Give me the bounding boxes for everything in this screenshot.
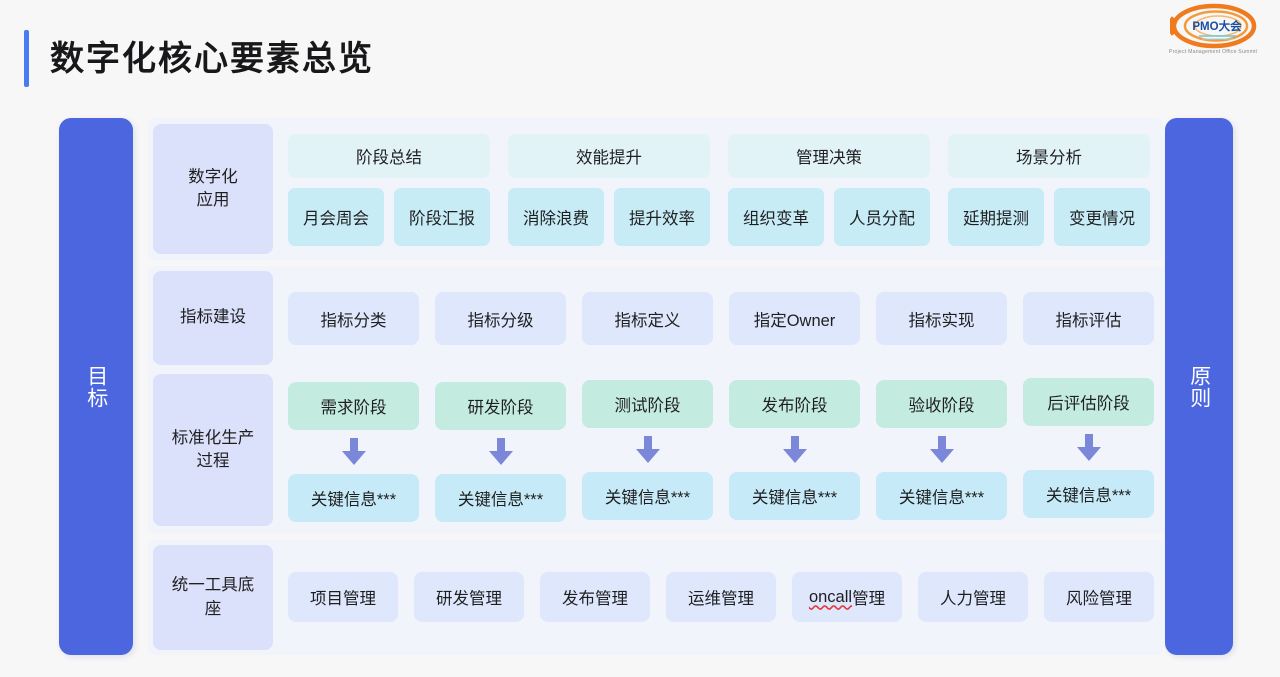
group-header: 阶段总结 — [288, 134, 490, 178]
misspelled-word: oncall — [808, 587, 853, 606]
group-item[interactable]: 月会周会 — [288, 188, 384, 246]
pillar-principle: 原则 — [1165, 118, 1233, 655]
metric-chip[interactable]: 指标定义 — [582, 292, 713, 345]
pillar-goal: 目标 — [59, 118, 133, 655]
tool-chip[interactable]: 运维管理 — [666, 572, 776, 622]
pmo-summit-logo: PMO大会 Project Management Office Summit — [1158, 3, 1268, 65]
pillar-principle-label: 原则 — [1187, 364, 1211, 409]
down-arrow-icon — [488, 438, 513, 465]
row-label-standard-production-process: 标准化生产过程 — [153, 374, 273, 526]
group-header: 场景分析 — [948, 134, 1150, 178]
page-header: 数字化核心要素总览 PMO大会 Project Management Offic… — [0, 0, 1280, 110]
stage-arrow-wrap — [729, 428, 860, 472]
metric-chip[interactable]: 指定Owner — [729, 292, 860, 345]
stage-arrow-wrap — [876, 428, 1007, 472]
group-item[interactable]: 延期提测 — [948, 188, 1044, 246]
group-header: 管理决策 — [728, 134, 930, 178]
metric-chip[interactable]: 指标分类 — [288, 292, 419, 345]
stage-column: 验收阶段 关键信息*** — [876, 380, 1007, 522]
group-item-list: 延期提测 变更情况 — [948, 188, 1150, 246]
application-group-list: 阶段总结 月会周会 阶段汇报 效能提升 消除浪费 提升效率 管理决策 组织变革 … — [288, 134, 1150, 246]
stage-list: 需求阶段 关键信息*** 研发阶段 关键信息*** 测试阶段 — [288, 378, 1154, 522]
pillar-goal-label: 目标 — [84, 364, 108, 409]
down-arrow-icon — [341, 438, 366, 465]
stage-key-info[interactable]: 关键信息*** — [729, 472, 860, 520]
stage-arrow-wrap — [435, 430, 566, 474]
application-group: 场景分析 延期提测 变更情况 — [948, 134, 1150, 246]
group-item[interactable]: 组织变革 — [728, 188, 824, 246]
group-item-list: 消除浪费 提升效率 — [508, 188, 710, 246]
group-item-list: 月会周会 阶段汇报 — [288, 188, 490, 246]
title-accent-bar — [24, 30, 29, 87]
row-standard-production-process: 标准化生产过程 需求阶段 关键信息*** 研发阶段 关键信息*** — [148, 366, 1163, 534]
group-item-list: 组织变革 人员分配 — [728, 188, 930, 246]
metric-chip[interactable]: 指标评估 — [1023, 292, 1154, 345]
down-arrow-icon — [1076, 434, 1101, 461]
row-label-metric-construction: 指标建设 — [153, 271, 273, 365]
group-item[interactable]: 消除浪费 — [508, 188, 604, 246]
row-label-unified-tool-base: 统一工具底座 — [153, 545, 273, 650]
stage-header[interactable]: 验收阶段 — [876, 380, 1007, 428]
stage-header[interactable]: 测试阶段 — [582, 380, 713, 428]
stage-key-info[interactable]: 关键信息*** — [288, 474, 419, 522]
tool-chip[interactable]: 风险管理 — [1044, 572, 1154, 622]
group-header: 效能提升 — [508, 134, 710, 178]
tool-chip[interactable]: 发布管理 — [540, 572, 650, 622]
svg-text:PMO大会: PMO大会 — [1192, 19, 1242, 33]
stage-column: 后评估阶段 关键信息*** — [1023, 378, 1154, 522]
down-arrow-icon — [635, 436, 660, 463]
group-item[interactable]: 变更情况 — [1054, 188, 1150, 246]
application-group: 阶段总结 月会周会 阶段汇报 — [288, 134, 490, 246]
group-item[interactable]: 人员分配 — [834, 188, 930, 246]
stage-arrow-wrap — [288, 430, 419, 474]
metric-chip[interactable]: 指标分级 — [435, 292, 566, 345]
stage-key-info[interactable]: 关键信息*** — [435, 474, 566, 522]
core-elements-diagram: 目标 原则 数字化应用 阶段总结 月会周会 阶段汇报 效能提升 消除浪费 提升效… — [0, 110, 1280, 670]
page-title: 数字化核心要素总览 — [50, 40, 374, 78]
stage-column: 发布阶段 关键信息*** — [729, 380, 860, 522]
stage-key-info[interactable]: 关键信息*** — [1023, 470, 1154, 518]
stage-header[interactable]: 研发阶段 — [435, 382, 566, 430]
tool-chip-suffix: 管理 — [852, 590, 886, 608]
logo-caption: Project Management Office Summit — [1168, 49, 1258, 55]
group-item[interactable]: 提升效率 — [614, 188, 710, 246]
group-item[interactable]: 阶段汇报 — [394, 188, 490, 246]
down-arrow-icon — [929, 436, 954, 463]
row-digital-application: 数字化应用 阶段总结 月会周会 阶段汇报 效能提升 消除浪费 提升效率 管理决策 — [148, 118, 1163, 260]
stage-header[interactable]: 发布阶段 — [729, 380, 860, 428]
tool-chip[interactable]: 研发管理 — [414, 572, 524, 622]
row-label-digital-application: 数字化应用 — [153, 124, 273, 254]
stage-arrow-wrap — [582, 428, 713, 472]
logo-mark-icon: PMO大会 — [1170, 3, 1257, 49]
row-metric-construction: 指标建设 指标分类 指标分级 指标定义 指定Owner 指标实现 指标评估 — [148, 266, 1163, 370]
stage-column: 测试阶段 关键信息*** — [582, 380, 713, 522]
application-group: 管理决策 组织变革 人员分配 — [728, 134, 930, 246]
tool-chip[interactable]: 项目管理 — [288, 572, 398, 622]
stage-header[interactable]: 需求阶段 — [288, 382, 419, 430]
metric-chip-list: 指标分类 指标分级 指标定义 指定Owner 指标实现 指标评估 — [288, 292, 1154, 345]
application-group: 效能提升 消除浪费 提升效率 — [508, 134, 710, 246]
stage-header[interactable]: 后评估阶段 — [1023, 378, 1154, 426]
stage-arrow-wrap — [1023, 426, 1154, 470]
stage-key-info[interactable]: 关键信息*** — [582, 472, 713, 520]
down-arrow-icon — [782, 436, 807, 463]
stage-key-info[interactable]: 关键信息*** — [876, 472, 1007, 520]
stage-column: 研发阶段 关键信息*** — [435, 382, 566, 522]
tool-chip[interactable]: 人力管理 — [918, 572, 1028, 622]
metric-chip[interactable]: 指标实现 — [876, 292, 1007, 345]
stage-column: 需求阶段 关键信息*** — [288, 382, 419, 522]
